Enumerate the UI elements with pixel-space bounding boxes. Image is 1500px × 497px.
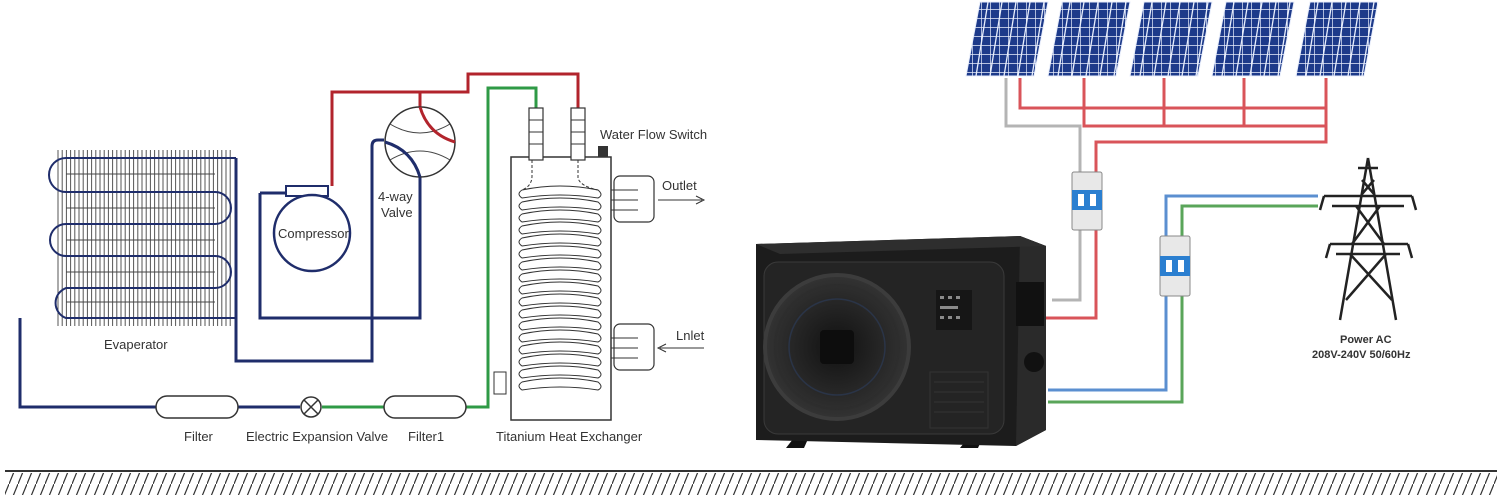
filter-label: Filter	[184, 429, 214, 444]
inlet-arrow	[656, 343, 704, 353]
solar-panel-icon	[1129, 1, 1213, 77]
temp-sensor	[493, 371, 507, 395]
ac-wiring	[1048, 194, 1318, 404]
solar-array	[965, 1, 1379, 77]
solar-panel-icon	[1047, 1, 1131, 77]
solar-panel-icon	[1211, 1, 1295, 77]
solar-panel-icon	[1295, 1, 1379, 77]
outlet-arrow	[658, 195, 706, 205]
refrigerant-line-low	[18, 138, 422, 409]
breaker-icon	[1071, 171, 1103, 231]
valve-label-line1: 4-way	[378, 189, 413, 204]
breaker-icon	[1159, 235, 1191, 297]
filter1-label: Filter1	[408, 429, 444, 444]
ground	[5, 470, 1497, 495]
compressor-label: Compressor	[278, 226, 349, 241]
evaporator-coil	[48, 150, 236, 326]
expansion-valve-icon	[300, 396, 322, 418]
solar-wiring	[1004, 78, 1328, 320]
four-way-valve	[384, 106, 456, 178]
outlet-label: Outlet	[662, 178, 697, 193]
refrigerant-line-liquid	[322, 86, 538, 409]
power-title: Power AC	[1340, 334, 1392, 346]
filter	[155, 395, 239, 419]
compressor: Compressor	[272, 185, 352, 273]
transmission-tower-icon	[1318, 157, 1418, 321]
expansion-valve-label: Electric Expansion Valve	[246, 429, 388, 444]
filter1	[383, 395, 467, 419]
solar-panel-icon	[965, 1, 1049, 77]
titanium-heat-exchanger	[510, 107, 655, 421]
evaporator-label: Evaperator	[104, 337, 168, 352]
heat-exchanger-label: Titanium Heat Exchanger	[496, 429, 643, 444]
fan-icon	[763, 273, 911, 421]
valve-label-line2: Valve	[381, 205, 413, 220]
inlet-label: Lnlet	[676, 328, 705, 343]
power-spec: 208V-240V 50/60Hz	[1312, 349, 1411, 361]
water-flow-switch-label: Water Flow Switch	[600, 127, 707, 142]
heat-pump-unit-icon	[756, 236, 1046, 448]
